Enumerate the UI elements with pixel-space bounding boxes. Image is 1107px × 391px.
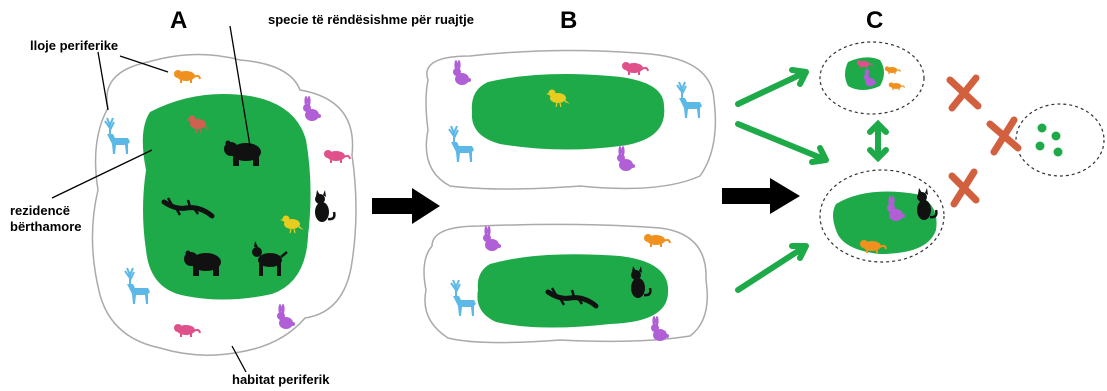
red-crosses [950,78,1018,204]
cross-icon [990,120,1018,152]
label-key-species: specie të rëndësishme për ruajtje [268,12,474,27]
panel-c [820,42,1104,262]
core-remnant-dot [1054,148,1063,157]
arrow-b-to-c [722,178,800,214]
green-arrow [738,70,806,104]
cross-icon [952,172,976,204]
green-arrow-bidirectional [870,124,886,158]
label-peripheral-species: lloje periferike [30,38,118,53]
arrow-a-to-b [372,188,440,224]
fragment-c-isolated [1016,104,1104,176]
core-habitat-b-top [472,74,665,150]
panel-label-c: C [866,7,883,34]
core-remnant-dot [1038,124,1047,133]
panel-label-b: B [560,7,577,34]
core-habitat-a [143,94,311,300]
label-core-residence-2: bërthamore [10,219,82,234]
core-remnant-dot [1052,132,1061,141]
core-remnant-dot [1036,142,1045,151]
green-arrow [738,246,806,290]
cross-icon [950,78,978,108]
panel-b [424,50,715,342]
label-core-residence-1: rezidencë [10,203,70,218]
panel-label-a: A [170,7,187,34]
green-arrow [738,124,826,162]
label-peripheral-habitat: habitat periferik [232,372,330,387]
panel-a [92,54,356,355]
